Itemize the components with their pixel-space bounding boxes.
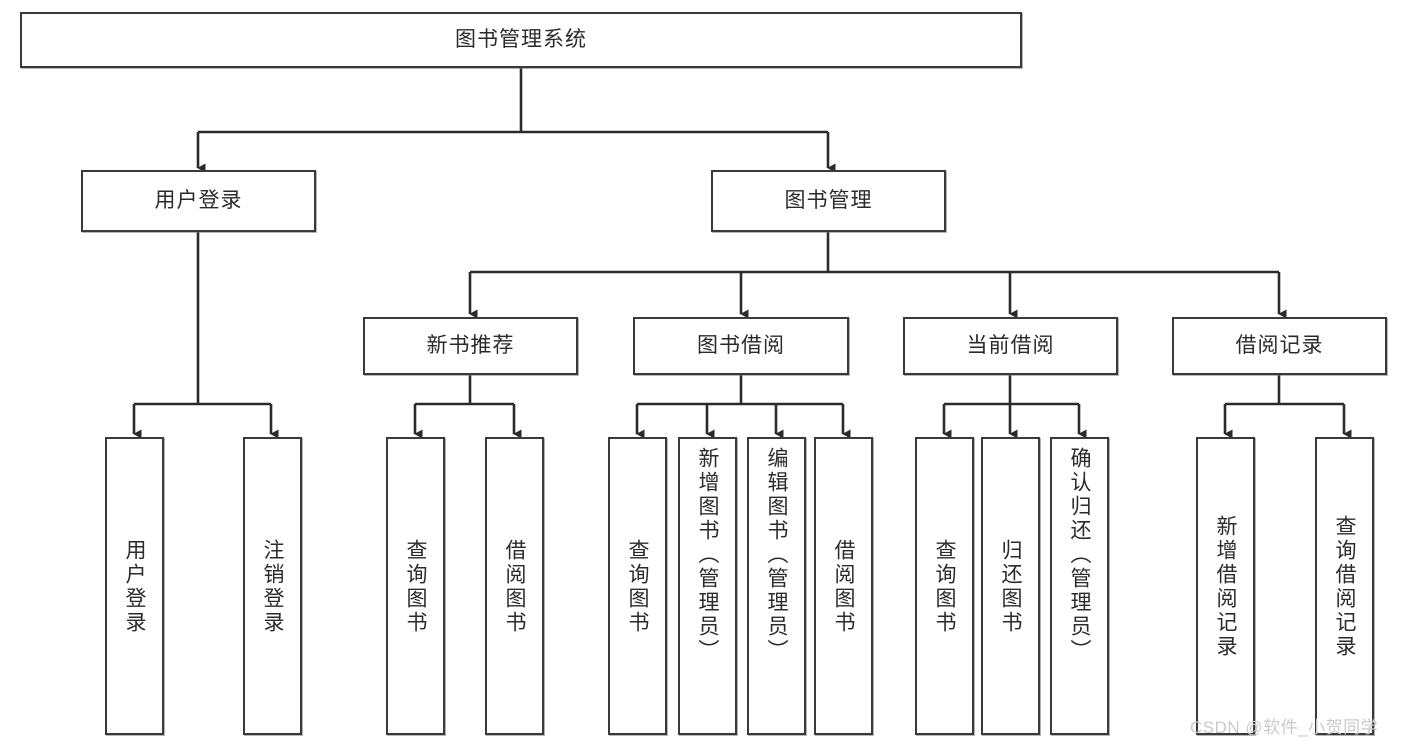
- leaf-current-query-book-label: 查询图书: [933, 539, 957, 635]
- node-new-book-recommend[interactable]: 新书推荐: [363, 317, 578, 375]
- leaf-borrow-borrow-book[interactable]: 借阅图书: [814, 437, 873, 735]
- node-borrow-record-label: 借阅记录: [1235, 334, 1324, 358]
- leaf-current-query-book[interactable]: 查询图书: [915, 437, 974, 735]
- leaf-new-book-query[interactable]: 查询图书: [386, 437, 445, 735]
- node-root-system[interactable]: 图书管理系统: [20, 12, 1022, 68]
- node-book-manage-label: 图书管理: [784, 189, 873, 213]
- node-current-borrow-label: 当前借阅: [966, 334, 1055, 358]
- leaf-user-login-signin-label: 用户登录: [123, 539, 147, 635]
- leaf-record-add-label: 新增借阅记录: [1214, 515, 1238, 659]
- node-new-book-recommend-label: 新书推荐: [426, 334, 515, 358]
- leaf-borrow-query-book-label: 查询图书: [626, 539, 650, 635]
- leaf-current-confirm-return[interactable]: 确认归还（管理员）: [1050, 437, 1109, 735]
- leaf-new-book-borrow[interactable]: 借阅图书: [485, 437, 544, 735]
- node-borrow-record[interactable]: 借阅记录: [1172, 317, 1387, 375]
- leaf-new-book-borrow-label: 借阅图书: [503, 539, 527, 635]
- node-user-login[interactable]: 用户登录: [81, 170, 316, 232]
- leaf-borrow-add-book-label: 新增图书（管理员）: [696, 447, 720, 663]
- csdn-watermark: CSDN @软件_小贺同学: [1190, 718, 1379, 737]
- leaf-user-login-signin[interactable]: 用户登录: [105, 437, 164, 735]
- leaf-record-query[interactable]: 查询借阅记录: [1315, 437, 1374, 735]
- node-root-system-label: 图书管理系统: [455, 28, 587, 52]
- leaf-record-query-label: 查询借阅记录: [1333, 515, 1357, 659]
- leaf-current-return-book-label: 归还图书: [999, 539, 1023, 635]
- leaf-borrow-add-book[interactable]: 新增图书（管理员）: [678, 437, 737, 735]
- node-book-borrow[interactable]: 图书借阅: [633, 317, 849, 375]
- node-book-manage[interactable]: 图书管理: [711, 170, 946, 232]
- leaf-current-confirm-return-label: 确认归还（管理员）: [1068, 447, 1092, 663]
- node-book-borrow-label: 图书借阅: [697, 334, 785, 358]
- leaf-user-login-signout[interactable]: 注销登录: [243, 437, 302, 735]
- leaf-record-add[interactable]: 新增借阅记录: [1196, 437, 1255, 735]
- leaf-new-book-query-label: 查询图书: [404, 539, 428, 635]
- leaf-user-login-signout-label: 注销登录: [261, 539, 285, 635]
- leaf-borrow-borrow-book-label: 借阅图书: [832, 539, 856, 635]
- node-current-borrow[interactable]: 当前借阅: [903, 317, 1118, 375]
- leaf-borrow-edit-book[interactable]: 编辑图书（管理员）: [747, 437, 806, 735]
- leaf-borrow-edit-book-label: 编辑图书（管理员）: [765, 447, 789, 663]
- node-user-login-label: 用户登录: [154, 189, 243, 213]
- leaf-borrow-query-book[interactable]: 查询图书: [608, 437, 667, 735]
- leaf-current-return-book[interactable]: 归还图书: [981, 437, 1040, 735]
